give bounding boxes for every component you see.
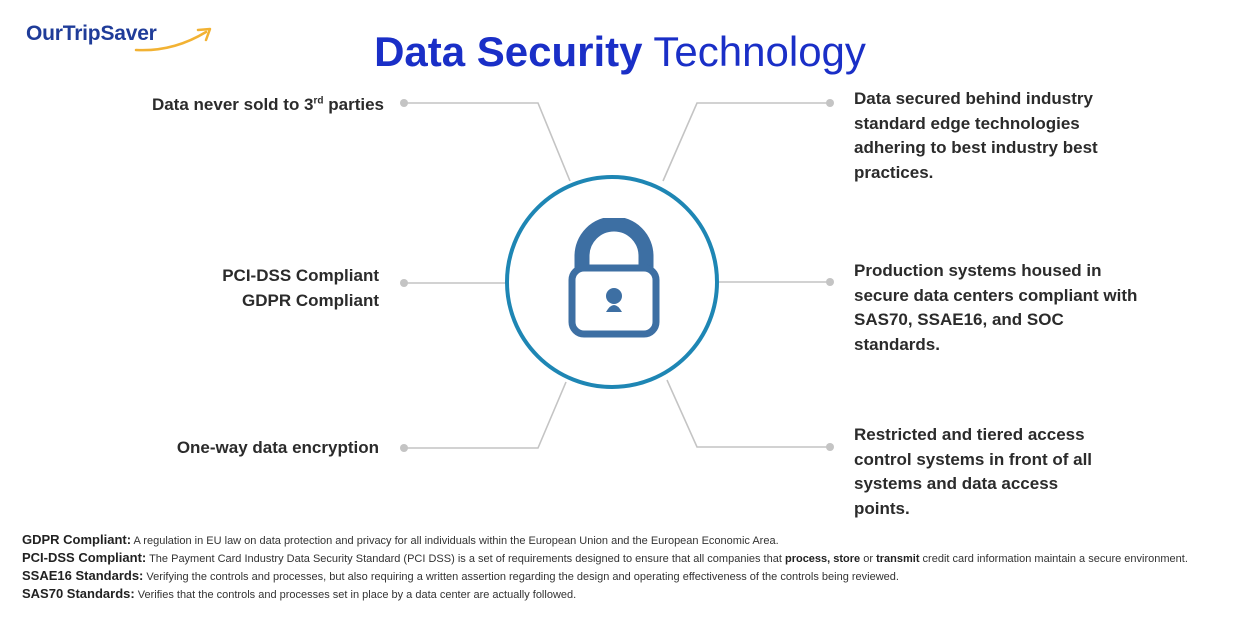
connector-right-bottom [666, 379, 830, 448]
label-gdpr: GDPR Compliant [242, 290, 379, 310]
connector-dot [400, 99, 408, 107]
label-access-control: Restricted and tiered access control sys… [854, 425, 1093, 518]
label-encryption: One-way data encryption [176, 438, 379, 457]
brand-logo: OurTripSaver [26, 22, 157, 46]
logo-text: OurTripSaver [26, 22, 157, 45]
note-pci-dss: PCI-DSS Compliant: The Payment Card Indu… [22, 550, 1188, 566]
connector-left-top [404, 102, 571, 182]
connector-dot [400, 444, 408, 452]
label-edge-technologies: Data secured behind industry standard ed… [854, 89, 1098, 182]
connector-dot [826, 443, 834, 451]
connector-dot [826, 278, 834, 286]
label-data-centers: Production systems housed in secure data… [854, 261, 1138, 354]
note-gdpr: GDPR Compliant: A regulation in EU law o… [22, 532, 779, 548]
connector-dot [400, 279, 408, 287]
label-data-never-sold: Data never sold to 3rd parties [151, 95, 384, 114]
title-bold: Data Security [374, 28, 643, 75]
connector-right-top [662, 102, 830, 182]
arrow-swoosh-icon [134, 27, 212, 52]
footnotes: GDPR Compliant: A regulation in EU law o… [22, 533, 1222, 605]
note-sas70: SAS70 Standards: Verifies that the contr… [22, 586, 577, 602]
page-title: Data Security Technology [0, 28, 1240, 76]
label-compliance: PCI-DSS Compliant GDPR Compliant [100, 264, 379, 313]
note-ssae16: SSAE16 Standards: Verifying the controls… [22, 568, 899, 584]
connector-dot [826, 99, 834, 107]
connector-left-bottom [404, 381, 567, 449]
label-pci-dss: PCI-DSS Compliant [222, 266, 379, 285]
padlock-icon [568, 218, 660, 338]
title-regular: Technology [642, 28, 866, 75]
